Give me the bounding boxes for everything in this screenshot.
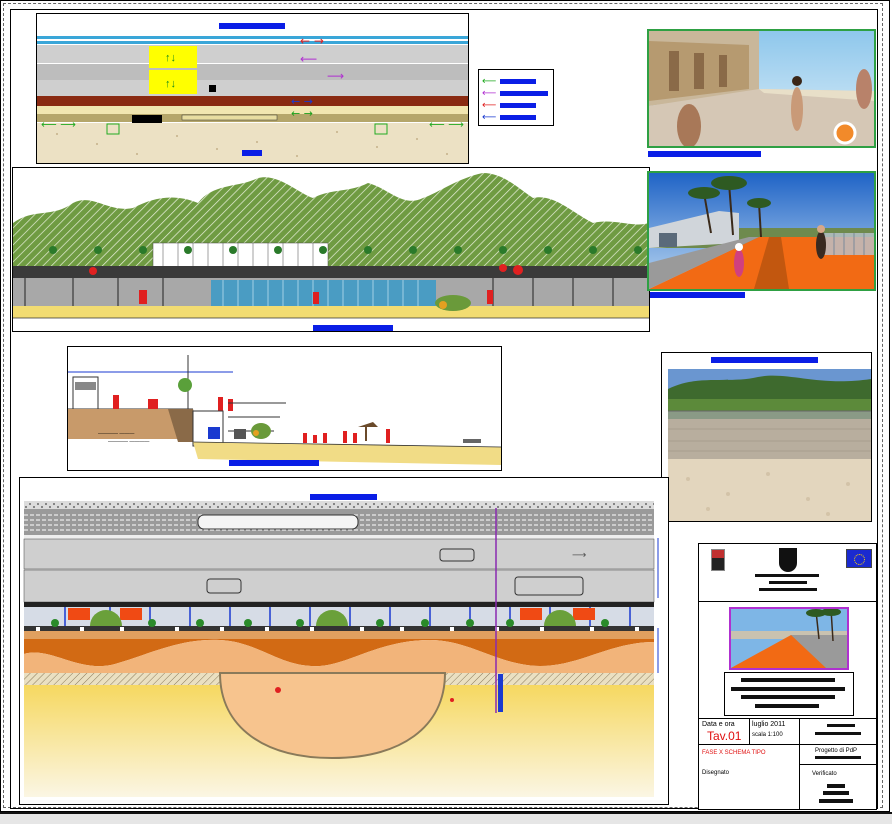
svg-text:⟵: ⟵ — [482, 88, 496, 99]
inner-frame — [10, 9, 878, 809]
svg-text:⟵ ⟶: ⟵ ⟶ — [41, 118, 76, 131]
svg-text:← →: ← → — [291, 95, 313, 108]
promenade-photo-caption-bar — [648, 151, 761, 157]
svg-text:← →: ← → — [291, 107, 313, 120]
svg-text:← →: ← → — [300, 34, 324, 48]
svg-text:———— ———: ———— ——— — [98, 431, 134, 437]
seawall-photo-panel — [661, 352, 872, 522]
cycle-path-render-photo — [647, 171, 876, 291]
svg-text:⟶: ⟶ — [327, 69, 344, 83]
plan-section-title-bar — [219, 23, 285, 29]
plan-view-drawing: ⟶ — [20, 478, 668, 804]
cross-section-panel: ———— ——— ———— ———— — [67, 346, 502, 471]
stamp-logo-icon — [819, 784, 853, 806]
cross-section-caption-bar — [229, 460, 319, 466]
design-label: Progetto di PdP — [815, 748, 858, 754]
plan-view-title-bar — [310, 494, 377, 500]
arrow-legend: ⟵ ⟵ ⟵ ⟵ — [478, 69, 554, 126]
svg-text:⟵: ⟵ — [482, 112, 496, 123]
date-label: Data e ora — [702, 721, 735, 728]
elevation-drawing — [13, 168, 649, 331]
plan-section-label-bar — [242, 150, 262, 156]
sheet-dashed-border — [3, 3, 883, 808]
bottom-edge — [0, 812, 892, 824]
title-block-render-photo — [729, 607, 849, 670]
crest-logo-icon — [779, 548, 797, 572]
sheet-number: Tav.01 — [707, 729, 742, 743]
svg-text:⟵ ⟶: ⟵ ⟶ — [429, 118, 464, 131]
svg-text:⟵: ⟵ — [300, 52, 317, 66]
elevation-panel — [12, 167, 650, 332]
cycle-path-photo-caption-bar — [650, 292, 745, 298]
cross-section-drawing: ———— ——— ———— ———— — [68, 347, 502, 470]
date-value: luglio 2011 — [752, 721, 786, 728]
phase-label: FASE X SCHEMA TIPO — [702, 750, 766, 756]
elevation-caption-bar — [313, 325, 393, 331]
scale-value: scala 1:100 — [752, 732, 783, 738]
notes-label: Verificato — [812, 771, 837, 777]
plan-section-panel: ↑↓ ↑↓ ← → ⟵ ⟶ ← → ← → ⟵ ⟶ ⟵ ⟶ — [36, 13, 469, 164]
svg-text:———— ————: ———— ———— — [108, 439, 149, 445]
svg-text:⟶: ⟶ — [572, 550, 586, 561]
plan-section-drawing: ↑↓ ↑↓ ← → ⟵ ⟶ ← → ← → ⟵ ⟶ ⟵ ⟶ — [37, 14, 468, 163]
promenade-render-photo — [647, 29, 876, 148]
title-block: Data e ora luglio 2011 scala 1:100 Tav.0… — [698, 543, 877, 810]
seawall-photo-title-bar — [711, 357, 818, 363]
seawall-photo — [668, 369, 871, 521]
svg-text:⟵: ⟵ — [482, 76, 496, 87]
svg-text:⟵: ⟵ — [482, 100, 496, 111]
svg-text:↑↓: ↑↓ — [165, 78, 176, 90]
eu-flag-icon — [846, 549, 872, 568]
logo-left-icon — [711, 549, 725, 571]
drawn-by-label: Disegnato — [702, 770, 730, 776]
svg-text:↑↓: ↑↓ — [165, 52, 176, 64]
plan-view-panel: ⟶ — [19, 477, 669, 805]
